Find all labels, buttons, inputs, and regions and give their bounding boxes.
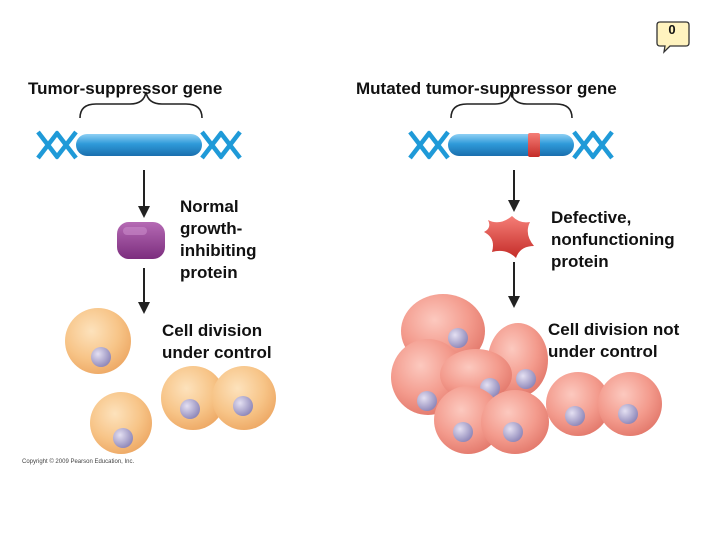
mutation-site — [528, 133, 540, 157]
right-arrow-gene-to-protein — [508, 170, 520, 212]
left-arrow-protein-to-cells — [138, 268, 150, 314]
defective-protein-icon — [484, 216, 534, 258]
right-dna-strand — [408, 130, 614, 160]
defective-protein-label: Defective, nonfunctioning protein — [551, 208, 675, 271]
left-arrow-gene-to-protein — [138, 170, 150, 218]
left-title: Tumor-suppressor gene — [28, 79, 223, 98]
left-gene-segment — [76, 134, 202, 156]
right-arrow-protein-to-cells — [508, 262, 520, 308]
slide-number: 0 — [668, 22, 676, 37]
right-gene-brace — [450, 91, 573, 119]
copyright-notice: Copyright © 2009 Pearson Education, Inc. — [22, 459, 135, 465]
controlled-division-label: Cell division under control — [162, 321, 272, 362]
normal-protein-label: Normal growth- inhibiting protein — [180, 197, 257, 282]
left-gene-brace — [79, 91, 203, 119]
uncontrolled-division-label: Cell division not under control — [548, 320, 680, 361]
right-title: Mutated tumor-suppressor gene — [356, 79, 617, 98]
normal-cell — [65, 308, 131, 374]
slide-number-badge — [656, 21, 690, 54]
normal-cell — [90, 392, 152, 454]
left-dna-strand — [36, 130, 242, 160]
dividing-normal-cell — [161, 366, 276, 430]
normal-protein-icon — [117, 222, 165, 259]
cancer-cell-cluster — [391, 294, 662, 454]
right-gene-segment — [448, 134, 574, 156]
